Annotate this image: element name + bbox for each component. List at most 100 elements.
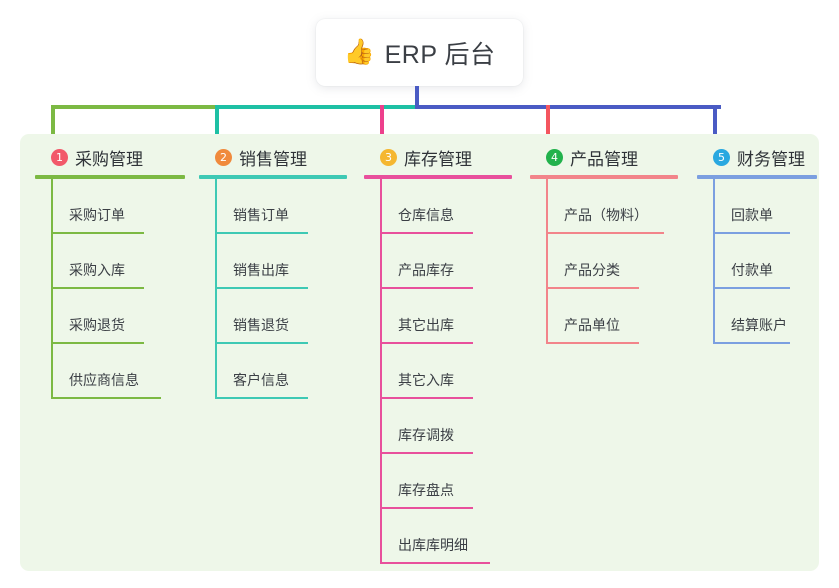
list-item-rule xyxy=(713,342,790,344)
list-item-rule xyxy=(380,507,473,509)
column-title: 产品管理 xyxy=(570,149,638,169)
list-item[interactable]: 其它入库 xyxy=(380,344,512,399)
column-spine xyxy=(713,179,715,344)
list-item-label: 采购订单 xyxy=(69,207,125,223)
list-item-label: 回款单 xyxy=(731,207,773,223)
list-item[interactable]: 付款单 xyxy=(713,234,817,289)
column-header-rule xyxy=(530,175,678,179)
column-badge-1: 1 xyxy=(51,148,68,166)
connector-drop-4 xyxy=(546,105,550,144)
connector-drop-1 xyxy=(51,105,55,144)
column-header-rule xyxy=(364,175,512,179)
list-item-label: 客户信息 xyxy=(233,372,289,388)
list-item-rule xyxy=(51,342,144,344)
column-1: 1 采购管理采购订单采购入库采购退货供应商信息 xyxy=(35,145,185,399)
column-header-3[interactable]: 3 库存管理 xyxy=(364,145,512,169)
column-title: 采购管理 xyxy=(75,149,143,169)
column-header-4[interactable]: 4 产品管理 xyxy=(530,145,678,169)
column-badge-2: 2 xyxy=(215,148,232,166)
list-item[interactable]: 库存盘点 xyxy=(380,454,512,509)
list-item[interactable]: 回款单 xyxy=(713,179,817,234)
list-item-label: 产品（物料） xyxy=(564,207,648,223)
list-item-label: 销售订单 xyxy=(233,207,289,223)
column-4: 4 产品管理产品（物料） 产品分类产品单位 xyxy=(530,145,678,344)
column-header-2[interactable]: 2 销售管理 xyxy=(199,145,347,169)
list-item-rule xyxy=(380,397,473,399)
list-item-label: 产品分类 xyxy=(564,262,620,278)
list-item[interactable]: 产品库存 xyxy=(380,234,512,289)
column-header-rule xyxy=(697,175,817,179)
connector-stem xyxy=(415,86,419,109)
list-item-rule xyxy=(713,232,790,234)
connector-bar-segment xyxy=(215,105,419,109)
diagram-panel xyxy=(20,134,819,571)
column-header-rule xyxy=(35,175,185,179)
connector-drop-2 xyxy=(215,105,219,144)
column-items: 产品（物料） 产品分类产品单位 xyxy=(530,179,678,344)
list-item[interactable]: 销售出库 xyxy=(215,234,347,289)
column-items: 仓库信息产品库存其它出库其它入库库存调拨库存盘点出库库明细 xyxy=(364,179,512,564)
root-node-card[interactable]: 👍 ERP 后台 xyxy=(316,19,523,86)
column-spine xyxy=(215,179,217,399)
list-item-label: 供应商信息 xyxy=(69,372,139,388)
column-header-rule xyxy=(199,175,347,179)
list-item-label: 出库库明细 xyxy=(398,537,468,553)
column-3: 3 库存管理仓库信息产品库存其它出库其它入库库存调拨库存盘点出库库明细 xyxy=(364,145,512,564)
column-badge-5: 5 xyxy=(713,148,730,166)
list-item[interactable]: 产品分类 xyxy=(546,234,678,289)
column-spine xyxy=(380,179,382,564)
list-item[interactable]: 销售订单 xyxy=(215,179,347,234)
column-badge-4: 4 xyxy=(546,148,563,166)
column-items: 采购订单采购入库采购退货供应商信息 xyxy=(35,179,185,399)
list-item-label: 仓库信息 xyxy=(398,207,454,223)
column-header-1[interactable]: 1 采购管理 xyxy=(35,145,185,169)
column-title: 库存管理 xyxy=(404,149,472,169)
list-item-label: 销售出库 xyxy=(233,262,289,278)
list-item[interactable]: 销售退货 xyxy=(215,289,347,344)
list-item-rule xyxy=(546,232,664,234)
list-item-label: 其它入库 xyxy=(398,372,454,388)
list-item[interactable]: 结算账户 xyxy=(713,289,817,344)
list-item[interactable]: 供应商信息 xyxy=(51,344,185,399)
list-item-rule xyxy=(380,452,473,454)
list-item[interactable]: 产品（物料） xyxy=(546,179,678,234)
list-item-rule xyxy=(215,397,308,399)
list-item[interactable]: 仓库信息 xyxy=(380,179,512,234)
list-item[interactable]: 客户信息 xyxy=(215,344,347,399)
list-item-rule xyxy=(380,342,473,344)
connector-drop-5 xyxy=(713,105,717,144)
list-item[interactable]: 产品单位 xyxy=(546,289,678,344)
column-spine xyxy=(546,179,548,344)
list-item-rule xyxy=(51,287,144,289)
list-item[interactable]: 采购订单 xyxy=(51,179,185,234)
list-item-label: 采购入库 xyxy=(69,262,125,278)
list-item-rule xyxy=(51,232,144,234)
list-item[interactable]: 采购入库 xyxy=(51,234,185,289)
connector-drop-3 xyxy=(380,105,384,144)
list-item[interactable]: 出库库明细 xyxy=(380,509,512,564)
list-item-rule xyxy=(380,232,473,234)
column-title: 销售管理 xyxy=(239,149,307,169)
column-badge-3: 3 xyxy=(380,148,397,166)
list-item-rule xyxy=(713,287,790,289)
list-item[interactable]: 其它出库 xyxy=(380,289,512,344)
list-item-label: 结算账户 xyxy=(731,317,787,333)
column-spine xyxy=(51,179,53,399)
root-title: ERP 后台 xyxy=(384,40,496,69)
list-item-rule xyxy=(380,562,490,564)
list-item-rule xyxy=(546,342,639,344)
column-items: 销售订单销售出库销售退货客户信息 xyxy=(199,179,347,399)
list-item-label: 其它出库 xyxy=(398,317,454,333)
list-item-label: 库存调拨 xyxy=(398,427,454,443)
list-item-rule xyxy=(380,287,473,289)
list-item-rule xyxy=(546,287,639,289)
list-item[interactable]: 库存调拨 xyxy=(380,399,512,454)
list-item[interactable]: 采购退货 xyxy=(51,289,185,344)
list-item-label: 产品库存 xyxy=(398,262,454,278)
list-item-rule xyxy=(215,342,308,344)
list-item-rule xyxy=(215,232,308,234)
list-item-label: 付款单 xyxy=(731,262,773,278)
list-item-rule xyxy=(215,287,308,289)
